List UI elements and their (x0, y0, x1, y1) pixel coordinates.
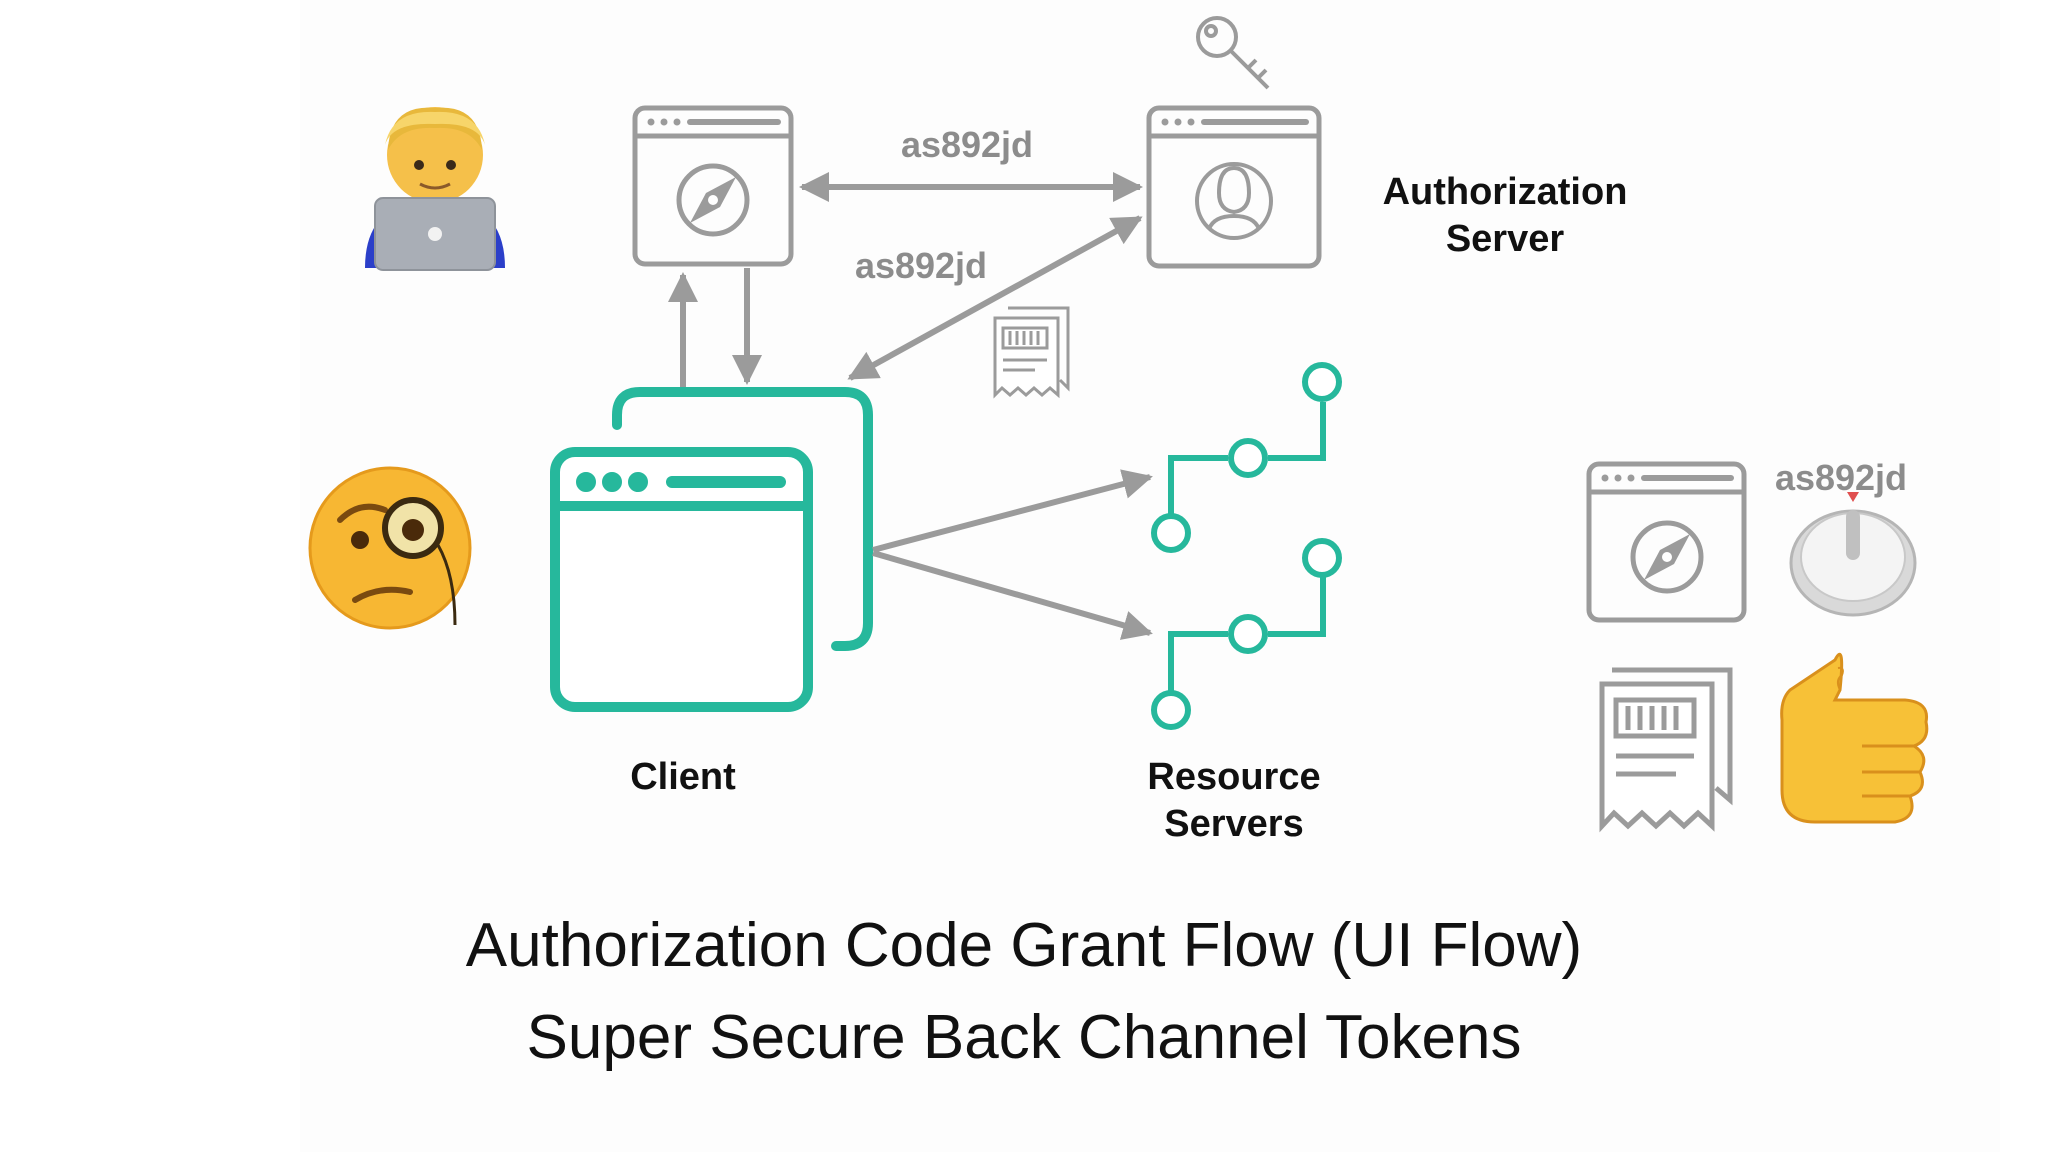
resource-servers-label: Servers (1164, 803, 1303, 845)
face-with-monocle-icon (308, 466, 472, 630)
browser-window (632, 105, 794, 267)
timer-icon (1789, 492, 1917, 617)
person-with-laptop-icon (365, 107, 505, 271)
authorization-server-label: Authorization (1383, 171, 1628, 213)
user-profile-icon (1195, 162, 1273, 240)
slide-subtitle: Super Secure Back Channel Tokens (526, 1003, 1522, 1072)
authorization-server-label: Server (1446, 218, 1565, 260)
back-channel-arrow (847, 215, 1143, 381)
authorization-server-window (1146, 105, 1322, 269)
stored-code: as892jd (1775, 457, 1907, 498)
back-channel-code: as892jd (855, 245, 987, 286)
resource-servers-label: Resource (1147, 756, 1320, 798)
circuit-nodes-icon (1151, 538, 1342, 730)
slide-title: Authorization Code Grant Flow (UI Flow) (465, 911, 1583, 980)
browser-compass-icon (1586, 461, 1747, 623)
receipt-token-icon (1599, 667, 1733, 833)
front-channel-code: as892jd (901, 124, 1033, 165)
thumbs-up-icon (1780, 652, 1929, 824)
circuit-nodes-icon (1151, 362, 1342, 553)
key-icon (1196, 16, 1270, 90)
client-to-resource-arrow-2 (872, 550, 1153, 640)
client-app-windows-icon (550, 387, 873, 712)
compass-icon (676, 163, 750, 237)
receipt-token-icon (993, 306, 1070, 399)
client-label: Client (630, 756, 736, 798)
client-to-resource-arrow-1 (872, 469, 1153, 553)
